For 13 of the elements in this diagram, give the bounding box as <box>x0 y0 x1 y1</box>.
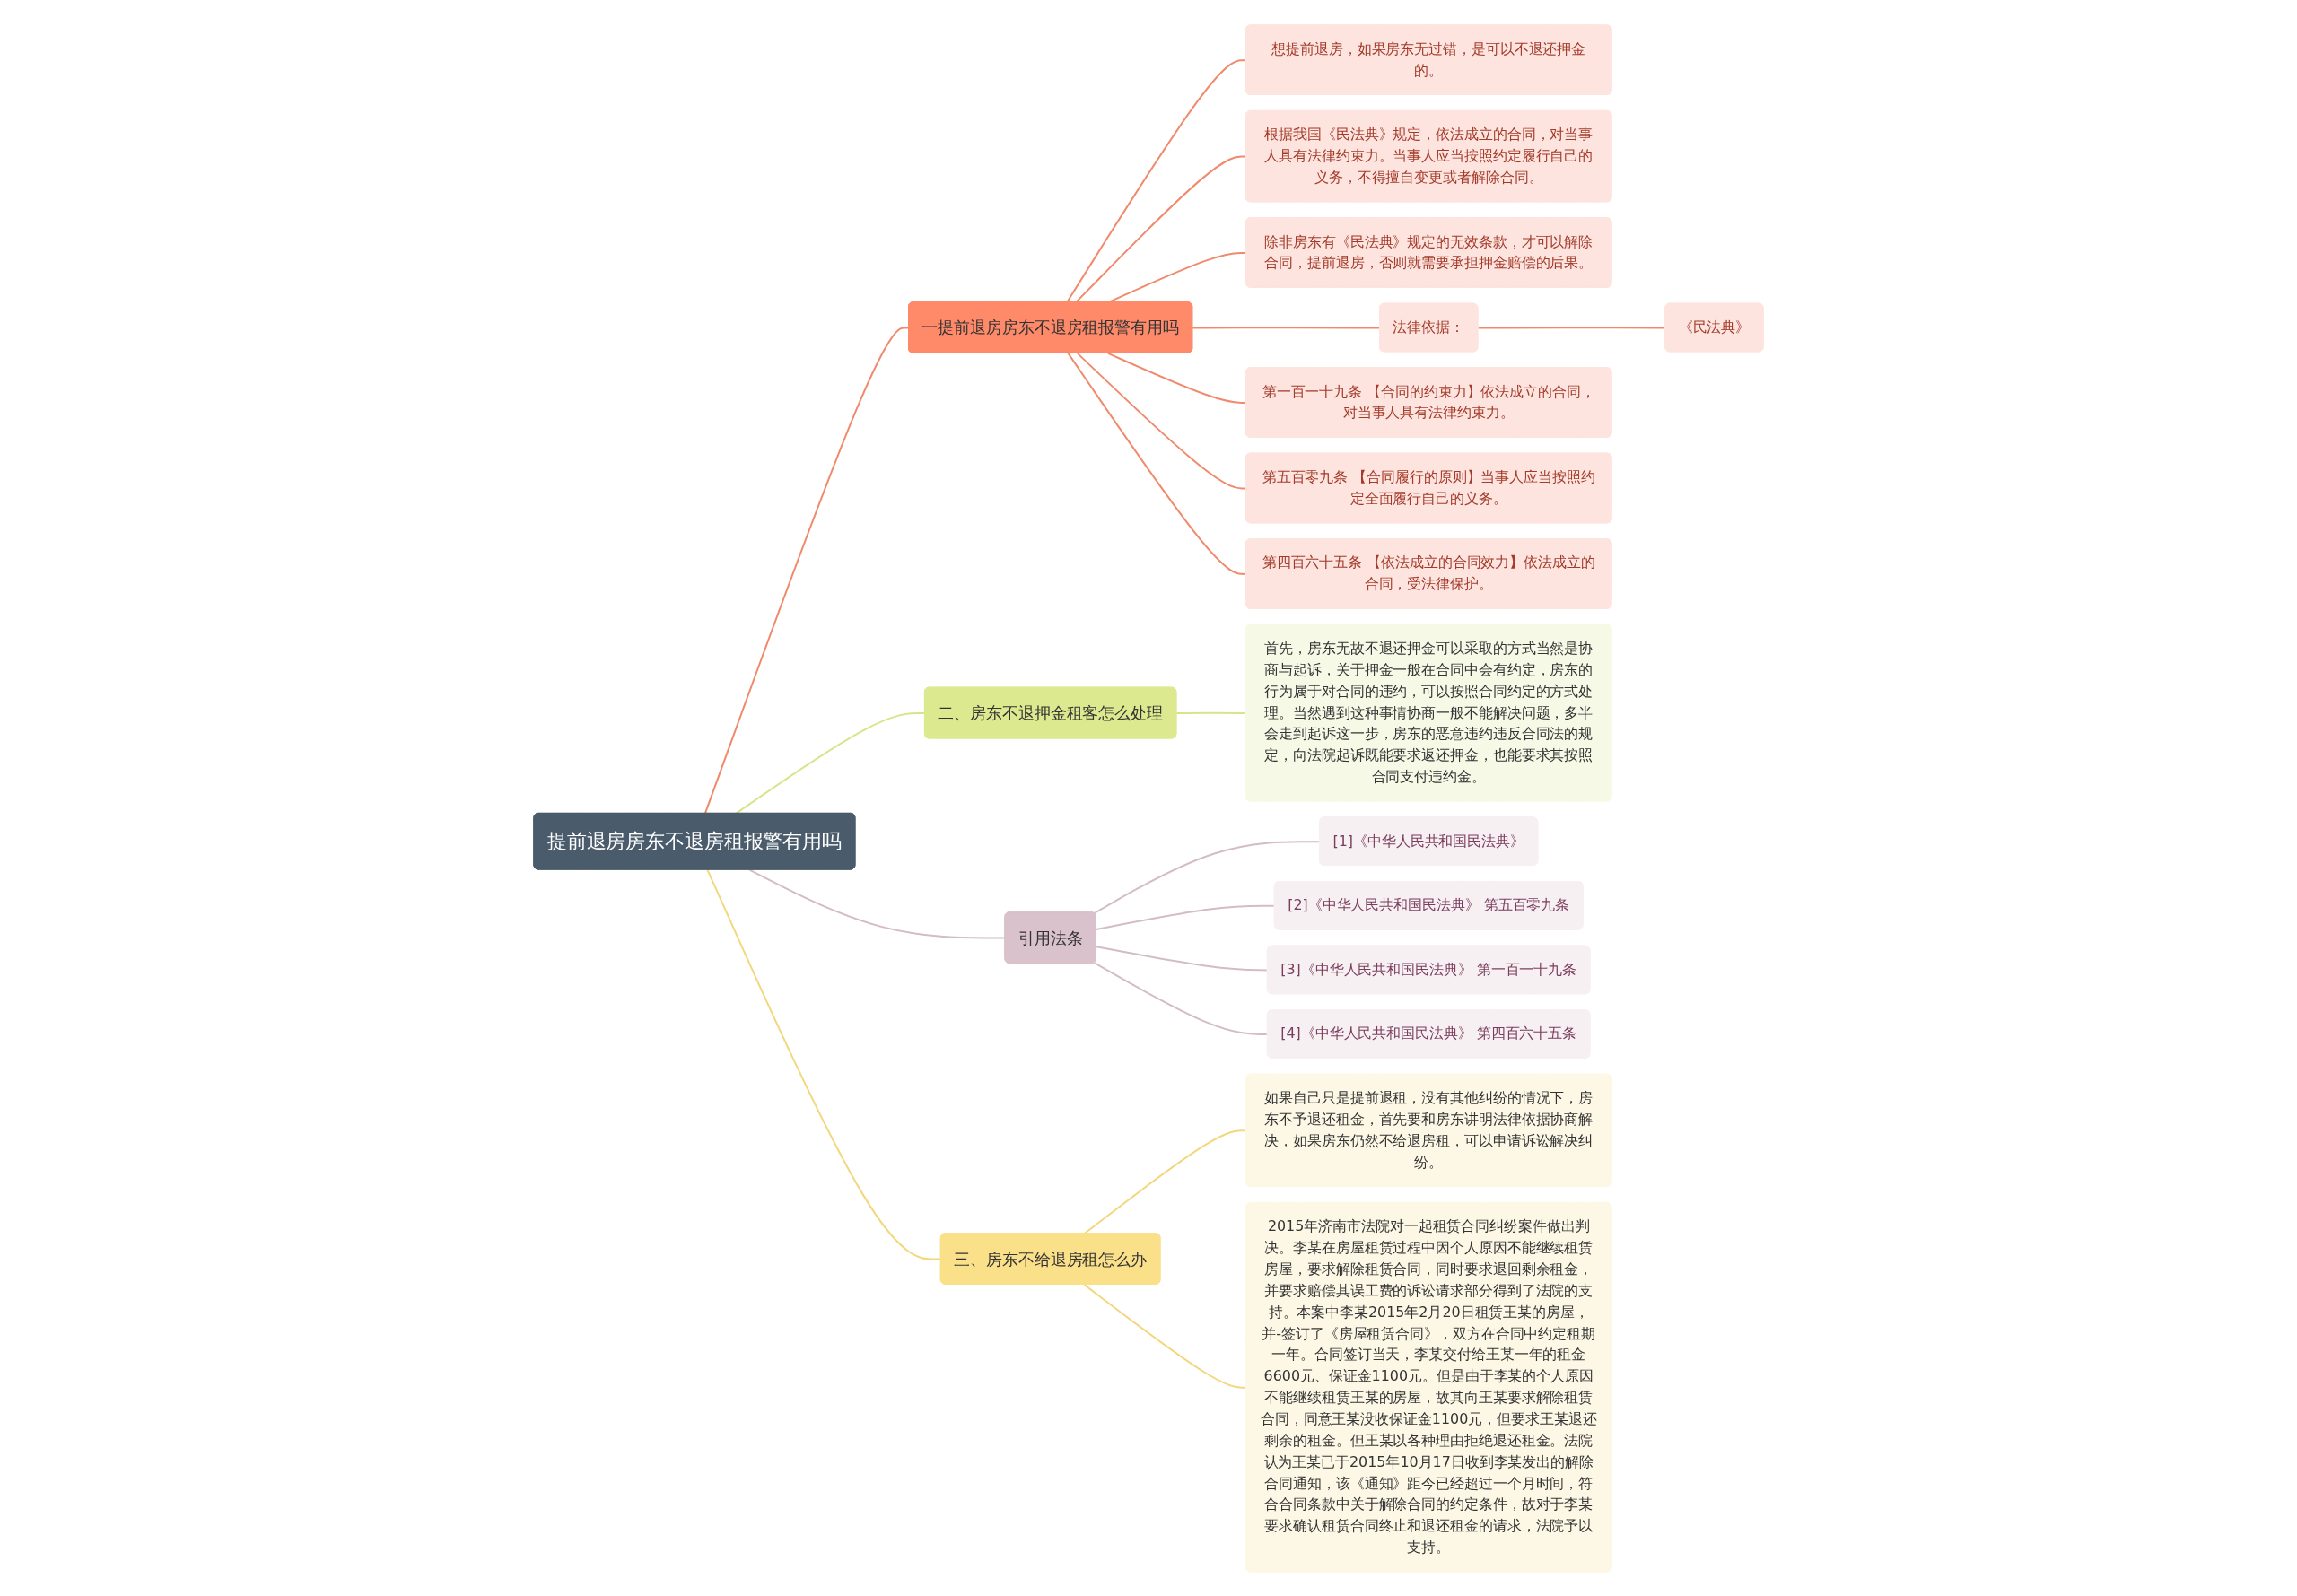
connector <box>1083 1129 1247 1234</box>
connector <box>706 868 942 1260</box>
connector <box>1095 904 1276 930</box>
connector <box>1067 352 1247 575</box>
connector <box>1076 352 1247 489</box>
connector <box>1066 58 1247 303</box>
connector <box>1175 711 1247 714</box>
connector <box>1106 352 1247 404</box>
connector <box>1083 1283 1247 1389</box>
connector <box>1075 155 1247 303</box>
connector <box>1093 961 1269 1035</box>
connector <box>1095 945 1269 971</box>
connector <box>1192 326 1381 328</box>
